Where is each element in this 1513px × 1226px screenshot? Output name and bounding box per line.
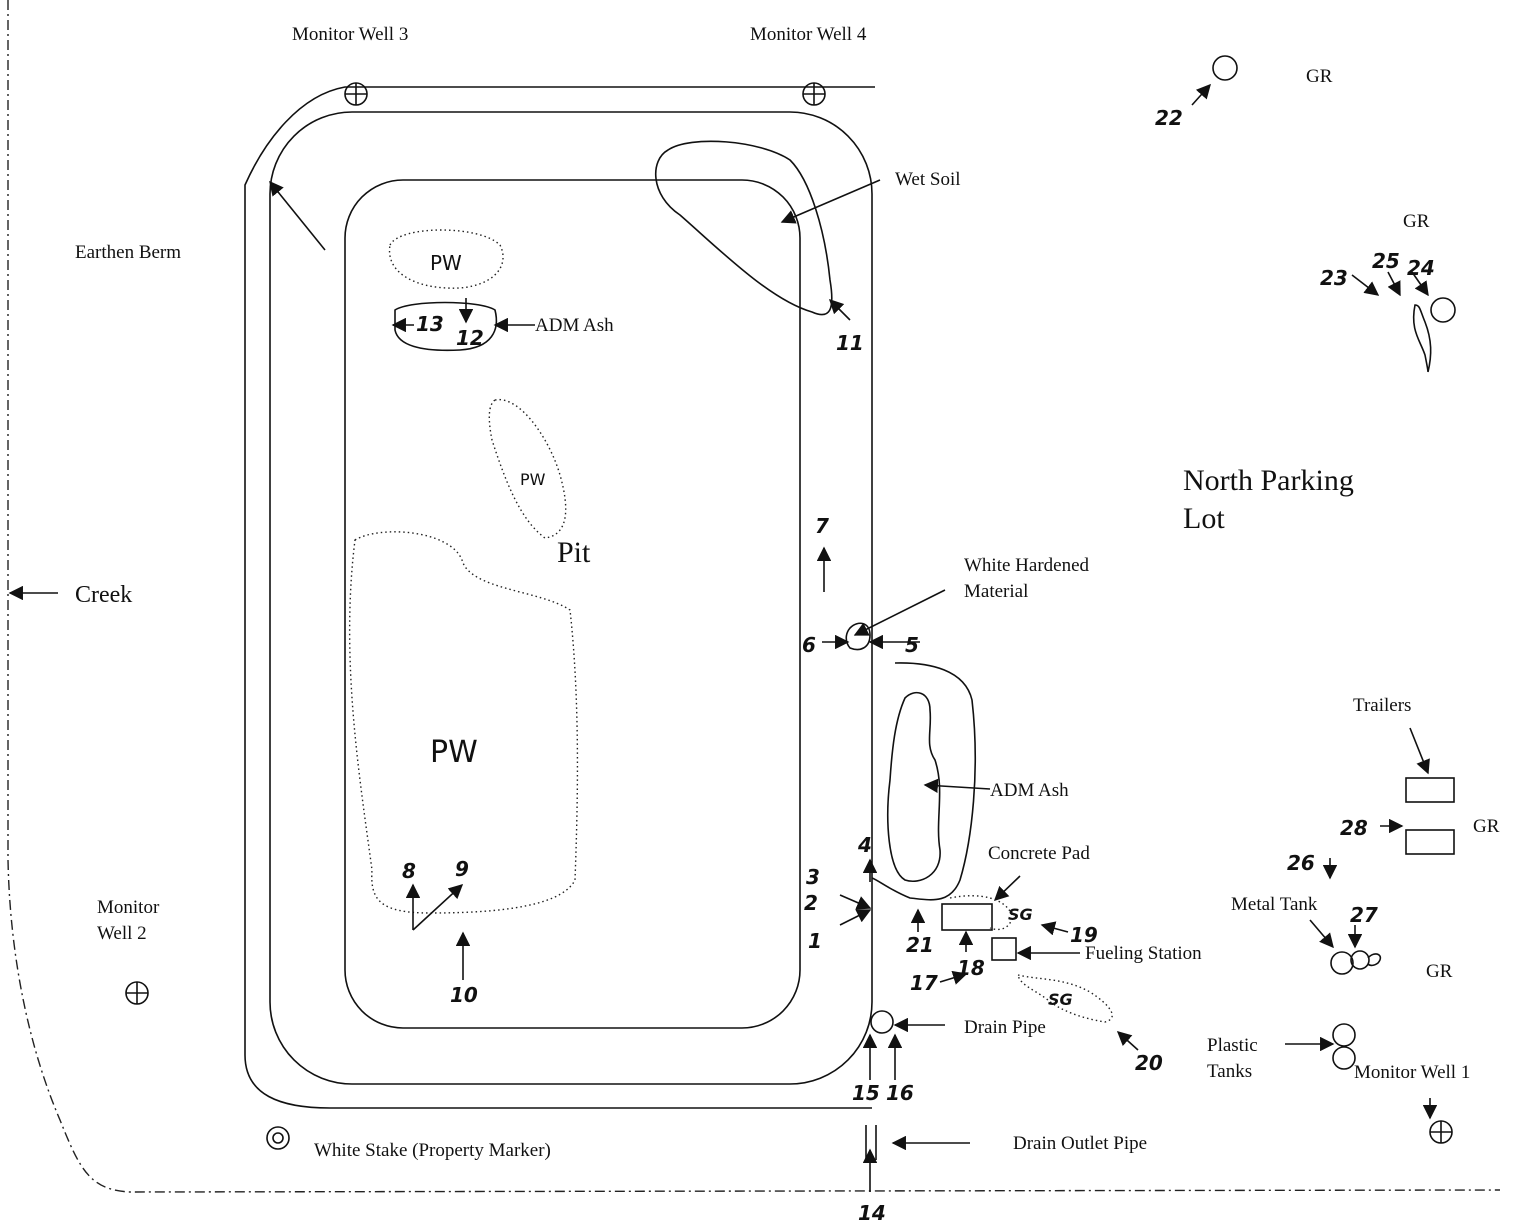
white-stake-icon	[266, 1126, 290, 1150]
monitor-well-4-icon	[802, 82, 826, 106]
label-white-stake: White Stake (Property Marker)	[314, 1140, 551, 1161]
ne-well-24-icon	[1430, 297, 1456, 323]
label-monitor-well-2-line2: Well 2	[97, 923, 147, 944]
label-plastic-tanks-line2: Tanks	[1207, 1061, 1252, 1082]
pw-large-area	[348, 531, 579, 914]
sample-point-26: 26	[1287, 851, 1315, 875]
label-north-parking-line1: North Parking	[1183, 464, 1354, 497]
sample-point-7: 7	[815, 514, 829, 538]
metal-tank-icon	[1330, 950, 1382, 975]
label-north-parking-line2: Lot	[1183, 502, 1225, 535]
ne-drainage-feature	[1412, 304, 1432, 373]
label-gr-2: GR	[1403, 211, 1430, 232]
sample-point-16: 16	[886, 1081, 914, 1105]
sample-point-20: 20	[1135, 1051, 1163, 1075]
sample-point-6: 6	[802, 633, 816, 657]
sample-point-11: 11	[836, 331, 864, 355]
sample-point-15: 15	[852, 1081, 880, 1105]
sample-point-14: 14	[858, 1201, 886, 1225]
label-monitor-well-4: Monitor Well 4	[750, 24, 867, 45]
sample-point-8: 8	[402, 859, 416, 883]
label-monitor-well-1: Monitor Well 1	[1354, 1062, 1470, 1083]
adm-ash-right-outline	[871, 662, 977, 901]
label-adm-ash-right: ADM Ash	[990, 780, 1069, 801]
monitor-well-2-icon	[125, 981, 149, 1005]
fueling-station-shape	[991, 937, 1017, 961]
sample-point-3: 3	[806, 865, 820, 889]
sample-point-12: 12	[456, 326, 484, 350]
label-drain-outlet-pipe: Drain Outlet Pipe	[1013, 1133, 1147, 1154]
label-creek: Creek	[75, 582, 132, 608]
sample-point-9: 9	[455, 857, 469, 881]
pit-inner-wall	[344, 179, 801, 1029]
adm-ash-top-area	[394, 301, 498, 352]
hw-pw-large: PW	[430, 735, 478, 770]
label-gr-4: GR	[1426, 961, 1453, 982]
pw-middle-area	[488, 399, 567, 539]
sample-point-19: 19	[1070, 923, 1098, 947]
sample-point-5: 5	[905, 633, 919, 657]
white-hardened-material-area	[845, 622, 871, 651]
label-metal-tank: Metal Tank	[1231, 894, 1318, 915]
sample-point-4: 4	[857, 833, 872, 857]
label-plastic-tanks-line1: Plastic	[1207, 1035, 1258, 1056]
adm-ash-right-area	[887, 691, 941, 882]
label-adm-ash-top: ADM Ash	[535, 315, 614, 336]
label-white-hardened-line1: White Hardened	[964, 555, 1090, 576]
ne-well-22-icon	[1212, 55, 1238, 81]
label-monitor-well-2-line1: Monitor	[97, 897, 160, 918]
pit-outer-wall	[269, 111, 873, 1085]
sample-point-25: 25	[1372, 249, 1400, 273]
sample-point-21: 21	[906, 933, 934, 957]
sample-point-1: 1	[808, 929, 822, 953]
drain-pipe-icon	[870, 1010, 894, 1034]
label-fueling-station: Fueling Station	[1085, 943, 1202, 964]
sample-point-28: 28	[1340, 816, 1368, 840]
label-concrete-pad: Concrete Pad	[988, 843, 1090, 864]
label-gr-3: GR	[1473, 816, 1500, 837]
hw-sg-upper: SG	[1008, 905, 1033, 924]
concrete-pad-shape	[941, 903, 993, 931]
label-drain-pipe: Drain Pipe	[964, 1017, 1046, 1038]
trailer-1-shape	[1405, 777, 1455, 803]
hw-sg-lower: SG	[1048, 990, 1073, 1009]
hw-pw-middle: PW	[520, 470, 546, 489]
label-pit: Pit	[557, 536, 591, 569]
sample-point-17: 17	[910, 971, 938, 995]
plastic-tanks-icon	[1332, 1023, 1356, 1070]
sample-point-24: 24	[1407, 256, 1435, 280]
sample-point-22: 22	[1155, 106, 1183, 130]
label-trailers: Trailers	[1353, 695, 1411, 716]
sample-point-18: 18	[957, 956, 985, 980]
hw-pw-top: PW	[430, 251, 462, 275]
earthen-berm-outline	[244, 86, 875, 1109]
sample-point-10: 10	[450, 983, 478, 1007]
monitor-well-1-icon	[1429, 1120, 1453, 1144]
label-monitor-well-3: Monitor Well 3	[292, 24, 408, 45]
label-gr-1: GR	[1306, 66, 1333, 87]
trailer-2-shape	[1405, 829, 1455, 855]
label-earthen-berm: Earthen Berm	[75, 242, 181, 263]
sample-point-27: 27	[1350, 903, 1378, 927]
sg-lower-area	[1017, 974, 1113, 1023]
sample-point-23: 23	[1320, 266, 1348, 290]
wet-soil-area	[655, 140, 833, 316]
monitor-well-3-icon	[344, 82, 368, 106]
sample-point-13: 13	[416, 312, 444, 336]
property-boundary	[7, 0, 1501, 1193]
sample-point-2: 2	[804, 891, 818, 915]
label-wet-soil: Wet Soil	[895, 169, 961, 190]
sg-upper-area	[949, 895, 1013, 931]
label-white-hardened-line2: Material	[964, 581, 1028, 602]
